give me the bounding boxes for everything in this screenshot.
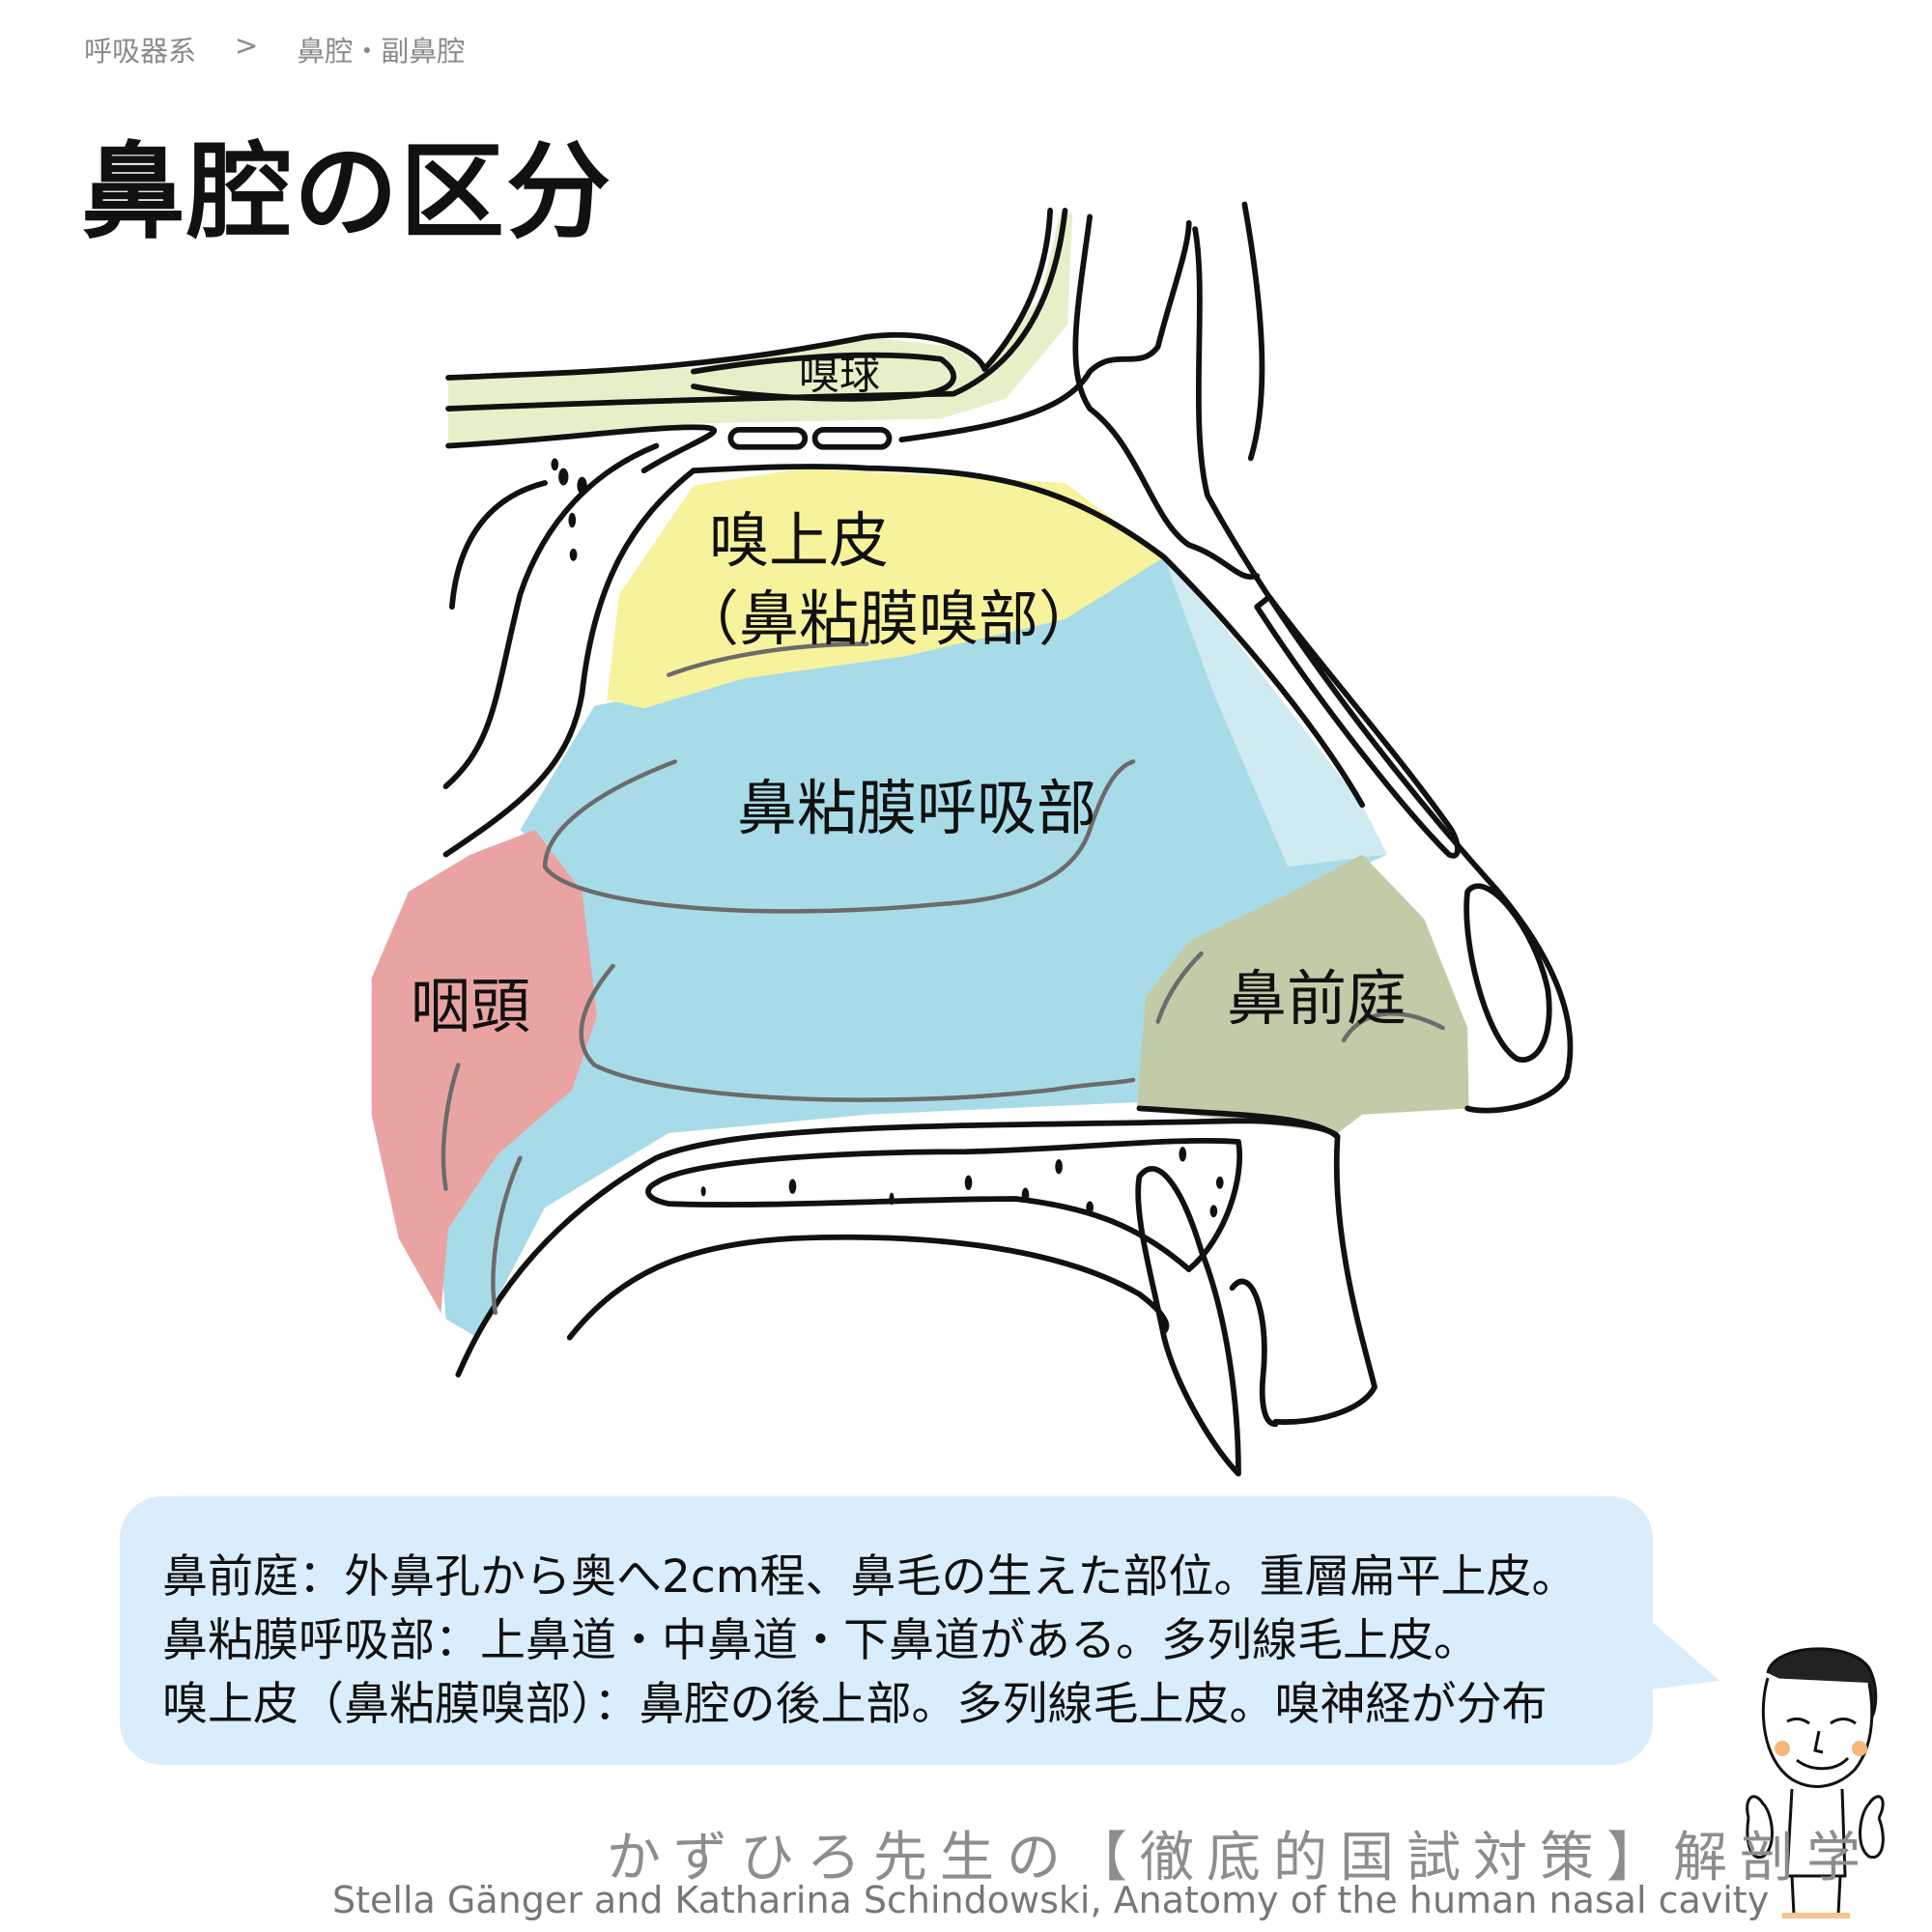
breadcrumb-item-nasal-cavity[interactable]: 鼻腔・副鼻腔 [297, 35, 466, 68]
cribriform-upper-line [445, 208, 1054, 381]
bubble-line-olfactory: 嗅上皮（鼻粘膜嗅部）：鼻腔の後上部。多列線毛上皮。嗅神経が分布 [162, 1678, 1548, 1731]
label-pharynx: 咽頭 [410, 971, 531, 1041]
pharynx-region [371, 829, 597, 1313]
breadcrumb-separator: > [235, 29, 259, 62]
teeth [1135, 1166, 1241, 1477]
footer-title: かずひろ先生の【徹底的国試対策】解剖学 [607, 1827, 1873, 1889]
speech-bubble-tail [1642, 1613, 1719, 1690]
source-citation: Stella Gänger and Katharina Schindowski,… [332, 1879, 1770, 1921]
breadcrumb: 呼吸器系 > 鼻腔・副鼻腔 [84, 29, 465, 70]
vestibule-region [1136, 854, 1469, 1134]
olfactory-region [607, 468, 1165, 709]
nasal-bone [1254, 594, 1461, 859]
label-olfactory-epithelium: 嗅上皮 [708, 505, 890, 576]
label-olfactory-epithelium-sub: （鼻粘膜嗅部） [678, 583, 1099, 654]
respiratory-region-fade [1164, 556, 1387, 867]
bubble-line-respiratory: 鼻粘膜呼吸部：上鼻道・中鼻道・下鼻道がある。多列線毛上皮。 [162, 1614, 1479, 1667]
olfactory-bulb-outline [691, 352, 956, 402]
bubble-line-vestibule: 鼻前庭：外鼻孔から奥へ2cm程、鼻毛の生えた部位。重層扁平上皮。 [162, 1550, 1577, 1604]
teacher-character-illustration [1746, 1647, 1885, 1918]
hard-palate [645, 1137, 1243, 1272]
bone-band [448, 213, 1073, 449]
alar-cartilage [1463, 883, 1552, 1063]
label-nasal-vestibule: 鼻前庭 [1226, 963, 1407, 1034]
middle-turbinate-line [542, 759, 1136, 914]
label-olfactory-bulb: 嗅球 [798, 351, 881, 399]
superior-turbinate-line [667, 641, 869, 677]
breadcrumb-item-respiratory[interactable]: 呼吸器系 [84, 35, 197, 68]
page-title: 鼻腔の区分 [81, 132, 613, 253]
speech-bubble: 鼻前庭：外鼻孔から奥へ2cm程、鼻毛の生えた部位。重層扁平上皮。 鼻粘膜呼吸部：… [120, 1496, 1653, 1765]
respiratory-region [436, 556, 1387, 1338]
label-respiratory-mucosa: 鼻粘膜呼吸部 [736, 773, 1097, 843]
inferior-turbinate-line [579, 963, 1136, 1102]
